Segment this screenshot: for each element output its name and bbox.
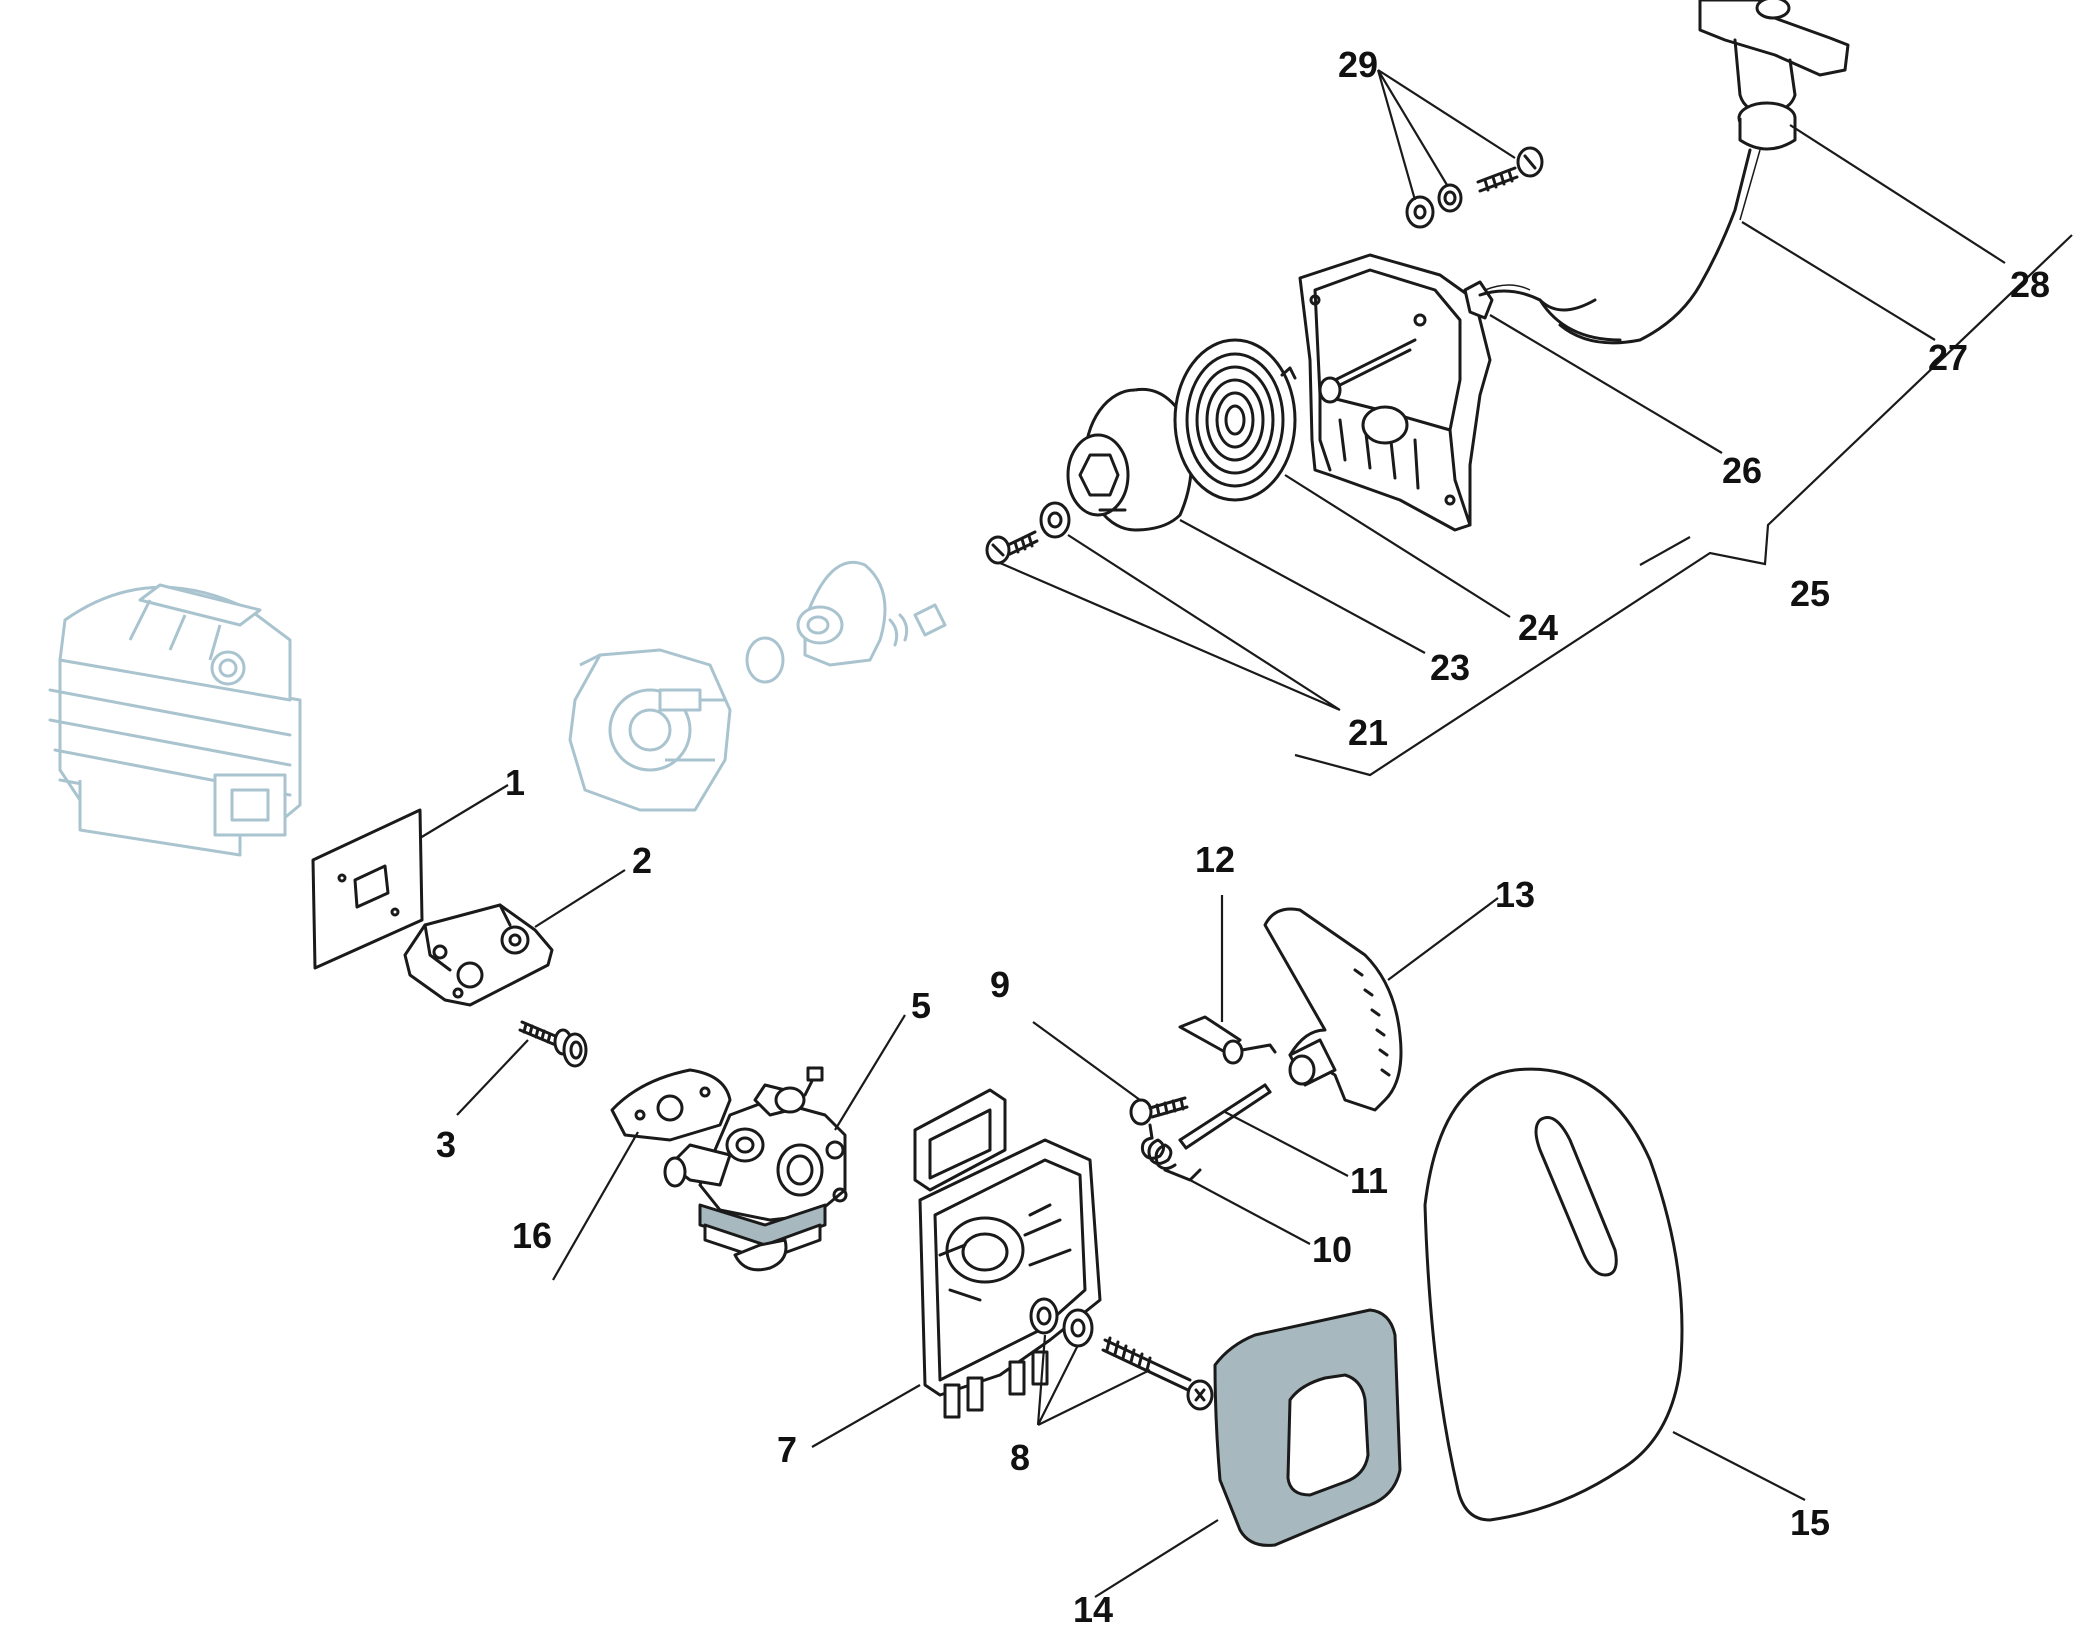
callout-23: 23: [1430, 647, 1470, 688]
callout-25: 25: [1790, 573, 1830, 614]
callout-26: 26: [1722, 450, 1762, 491]
part-3-screw: [518, 1020, 588, 1068]
part-9-screw: [1129, 1096, 1189, 1126]
part-16-carb-gasket: [610, 1068, 732, 1142]
leader-lines: [419, 69, 2073, 1598]
callout-21: 21: [1348, 712, 1388, 753]
callout-28: 28: [2010, 264, 2050, 305]
part-28-handle: [1698, 0, 1850, 151]
callout-16: 16: [512, 1215, 552, 1256]
callout-9: 9: [990, 964, 1010, 1005]
callout-15: 15: [1790, 1502, 1830, 1543]
part-8-washers-bolt: [1029, 1297, 1214, 1411]
part-23-pulley: [1066, 387, 1193, 532]
ghost-crankcase: [568, 648, 732, 812]
ghost-o-ring: [745, 636, 785, 684]
callout-7: 7: [777, 1429, 797, 1470]
callout-8: 8: [1010, 1437, 1030, 1478]
callout-29: 29: [1338, 44, 1378, 85]
part-26-starter-housing: [1298, 253, 1494, 532]
part-14-filter-element: [1213, 1308, 1402, 1547]
callout-2: 2: [632, 840, 652, 881]
callout-14: 14: [1073, 1589, 1113, 1630]
part-1-gasket: [311, 808, 424, 970]
part-27-rope: [1478, 148, 1761, 345]
ghost-cylinder: [48, 583, 302, 857]
callout-24: 24: [1518, 607, 1558, 648]
ghost-flange: [796, 560, 947, 667]
part-13-choke-lever: [1263, 907, 1403, 1112]
callout-10: 10: [1312, 1229, 1352, 1270]
callout-12: 12: [1195, 839, 1235, 880]
callout-1: 1: [505, 762, 525, 803]
part-5-carburetor: [663, 1066, 848, 1272]
part-11-pin: [1178, 1083, 1272, 1150]
callout-11: 11: [1350, 1160, 1388, 1201]
part-21-screw-washer: [985, 501, 1071, 565]
part-29-screw-washers: [1405, 146, 1544, 229]
callout-27: 27: [1928, 337, 1968, 378]
callout-5: 5: [911, 985, 931, 1026]
part-7-filter-base: [913, 1088, 1102, 1419]
callout-3: 3: [436, 1124, 456, 1165]
callout-labels: 1 2 3 5 7 8 9 10 11 12 13 14 15 16 21 23…: [436, 44, 2050, 1630]
part-15-filter-cover: [1423, 1067, 1684, 1522]
part-12-choke-clip: [1178, 1015, 1277, 1065]
part-24-recoil-spring: [1173, 338, 1297, 502]
callout-13: 13: [1495, 874, 1535, 915]
part-2-insulator: [403, 903, 554, 1007]
